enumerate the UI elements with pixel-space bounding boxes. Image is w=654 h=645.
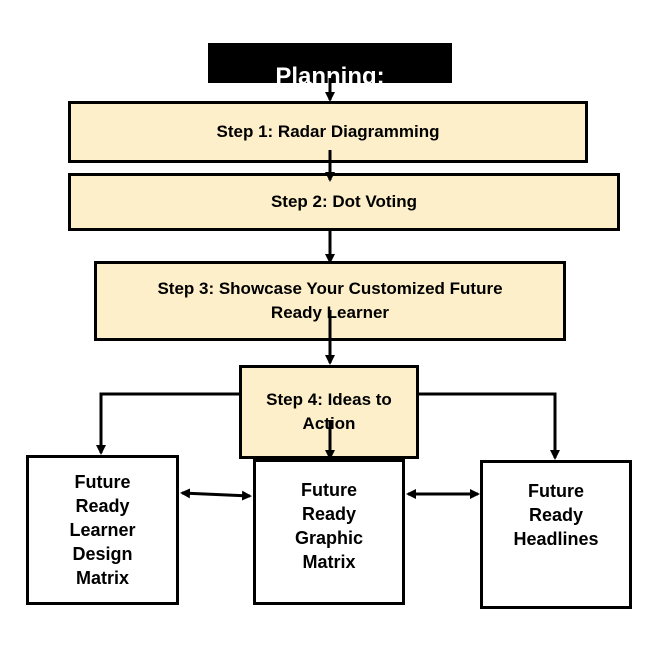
output-graphic-matrix-label: Future Ready Graphic Matrix xyxy=(294,480,364,572)
title-text: Planning: xyxy=(275,63,385,83)
step-1-label: Step 1: Radar Diagramming xyxy=(216,122,440,141)
output-learner-design-matrix: Future Ready Learner Design Matrix xyxy=(26,455,179,605)
step-2-box: Step 2: Dot Voting xyxy=(68,173,620,231)
output-headlines-label: Future Ready Headlines xyxy=(513,481,599,549)
step-2-label: Step 2: Dot Voting xyxy=(270,192,418,211)
step-3-box: Step 3: Showcase Your Customized Future … xyxy=(94,261,566,341)
arrow-step-4-to-learner-design-matrix xyxy=(96,392,239,455)
step-4-label: Step 4: Ideas to Action xyxy=(266,390,392,433)
arrow-step-4-to-headlines xyxy=(419,392,560,460)
output-headlines: Future Ready Headlines xyxy=(480,460,632,609)
step-3-label: Step 3: Showcase Your Customized Future … xyxy=(157,279,503,322)
title-banner: Planning: xyxy=(208,43,452,83)
output-learner-design-matrix-label: Future Ready Learner Design Matrix xyxy=(69,472,136,588)
step-1-box: Step 1: Radar Diagramming xyxy=(68,101,588,163)
step-4-box: Step 4: Ideas to Action xyxy=(239,365,419,459)
arrow-learner-graphic-bidirectional xyxy=(180,488,252,501)
output-graphic-matrix: Future Ready Graphic Matrix xyxy=(253,459,405,605)
